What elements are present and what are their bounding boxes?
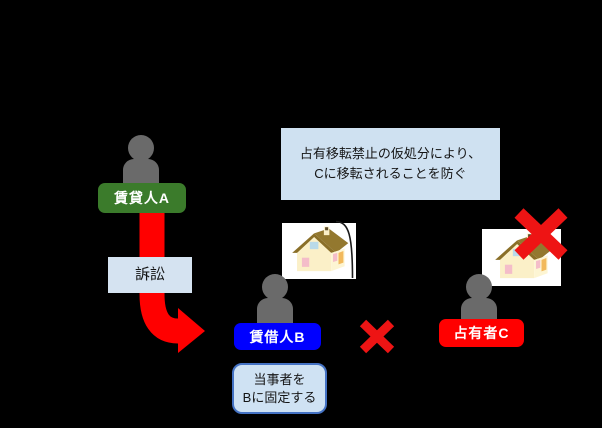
lawsuit-box-text: 訴訟 xyxy=(134,266,165,283)
person-body xyxy=(257,298,293,324)
lessor-label-text: 賃貸人A xyxy=(113,190,171,206)
lessor-person-icon xyxy=(123,135,159,185)
possessor-label: 占有者C xyxy=(439,319,524,347)
lawsuit-arrow-icon xyxy=(139,212,205,353)
callout-arc xyxy=(335,220,354,279)
person-head xyxy=(262,274,288,300)
injunction-note-line1: 占有移転禁止の仮処分により、 xyxy=(299,146,482,161)
lessor-label: 賃貸人A xyxy=(98,183,186,213)
lessee-house-card xyxy=(282,223,356,279)
injunction-note-line2: Cに移転されることを防ぐ xyxy=(314,166,467,181)
person-head xyxy=(466,274,492,300)
lessee-label: 賃借人B xyxy=(234,323,321,350)
lessee-person-icon xyxy=(257,274,293,324)
person-head xyxy=(128,135,154,161)
injunction-note: 占有移転禁止の仮処分により、 Cに移転されることを防ぐ xyxy=(281,128,500,200)
possessor-label-text: 占有者C xyxy=(453,325,510,341)
lessee-label-text: 賃借人B xyxy=(249,328,306,345)
lawsuit-box: 訴訟 xyxy=(108,257,192,293)
x-mark-icon xyxy=(359,319,395,354)
fixation-note-line1: 当事者を xyxy=(253,371,306,387)
person-body xyxy=(123,159,159,185)
fixation-note-line2: Bに固定する xyxy=(242,389,317,405)
fixation-note: 当事者を Bに固定する xyxy=(232,363,327,414)
prohibition-x-icon xyxy=(514,208,568,260)
house-icon xyxy=(292,226,349,272)
